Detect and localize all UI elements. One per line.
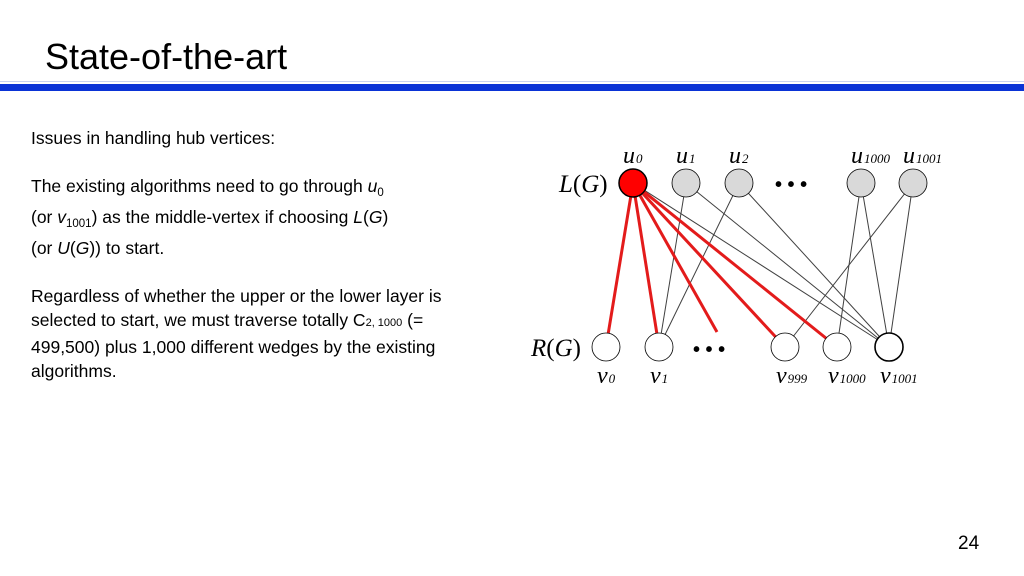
lower-node-label: v0 xyxy=(597,363,616,389)
title-underline-bar xyxy=(0,84,1024,91)
p2-paren-open-2: ( xyxy=(69,238,76,258)
p2-L-var: L xyxy=(353,207,363,227)
paragraph-traverse: Regardless of whether the upper or the l… xyxy=(31,284,451,383)
p2-G-var-2: G xyxy=(75,238,90,258)
highlight-edge xyxy=(631,182,719,333)
paragraph-middle-vertex: The existing algorithms need to go throu… xyxy=(31,174,451,260)
lower-node xyxy=(644,332,674,362)
lower-node-label: v1 xyxy=(650,363,668,389)
lower-node-sub: 1001 xyxy=(892,371,918,386)
p3-sub: 2, 1000 xyxy=(365,317,403,329)
p2-text-e: )) to start. xyxy=(89,238,165,258)
p2-paren-close: ) xyxy=(382,207,389,227)
upper-node xyxy=(724,168,754,198)
lower-node-label: v1001 xyxy=(880,363,918,389)
lower-node-sub: 1000 xyxy=(840,371,867,386)
upper-node xyxy=(846,168,876,198)
upper-node xyxy=(898,168,928,198)
highlight-edge xyxy=(604,182,635,348)
graph-nodes xyxy=(591,168,928,362)
p2-U-var: U xyxy=(57,238,70,258)
page-number: 24 xyxy=(958,533,980,554)
upper-node-sub: 1 xyxy=(689,151,696,166)
p3-text-b: (= 499,500) plus 1,000 different wedges … xyxy=(31,310,436,381)
p2-v-sub: 1001 xyxy=(66,218,92,230)
p2-u-sub: 0 xyxy=(377,187,384,199)
p2-text-a: The existing algorithms need to go throu… xyxy=(31,176,368,196)
upper-node-label: u2 xyxy=(729,143,749,169)
upper-node-sub: 1001 xyxy=(916,151,942,166)
p2-G-var: G xyxy=(368,207,383,227)
p2-text-c: ) as the middle-vertex if choosing xyxy=(91,207,354,227)
graph-edge xyxy=(658,182,740,348)
graph-edge xyxy=(658,182,687,348)
lower-node-sub: 0 xyxy=(609,371,616,386)
graph-edge xyxy=(860,182,890,348)
upper-node xyxy=(618,168,648,198)
lower-node xyxy=(874,332,904,362)
p2-v-var: v xyxy=(57,207,66,227)
upper-node-label: u1000 xyxy=(851,143,891,169)
lower-node xyxy=(591,332,621,362)
upper-node-sub: 2 xyxy=(742,151,749,166)
title-underline-shadow xyxy=(0,81,1024,82)
upper-node-label: u1001 xyxy=(903,143,942,169)
graph-edge xyxy=(784,182,914,348)
lower-node-sub: 1 xyxy=(662,371,669,386)
highlight-edge xyxy=(631,182,661,348)
graph-edge xyxy=(685,182,890,348)
upper-layer-label: L(G) xyxy=(558,171,608,198)
upper-node-sub: 1000 xyxy=(864,151,891,166)
lower-layer-label: R(G) xyxy=(530,335,581,362)
body-text: Issues in handling hub vertices: The exi… xyxy=(31,126,451,407)
upper-node-label: u1 xyxy=(676,143,696,169)
slide-title: State-of-the-art xyxy=(45,36,288,77)
p2-text-d: (or xyxy=(31,238,58,258)
highlight-edge xyxy=(632,181,838,349)
graph-edge xyxy=(888,182,914,348)
upper-node-sub: 0 xyxy=(636,151,643,166)
p2-u-var: u xyxy=(367,176,378,196)
p2-text-b: (or xyxy=(31,207,58,227)
p2-paren-open: ( xyxy=(362,207,369,227)
upper-ellipsis: • • • xyxy=(775,174,807,196)
lower-node xyxy=(822,332,852,362)
lower-node-label: v1000 xyxy=(828,363,866,389)
issues-heading: Issues in handling hub vertices: xyxy=(31,128,276,148)
upper-node xyxy=(671,168,701,198)
graph-edges xyxy=(604,181,914,349)
highlight-edge xyxy=(631,181,787,349)
graph-edge xyxy=(738,182,890,348)
lower-node-sub: 999 xyxy=(788,371,808,386)
lower-ellipsis: • • • xyxy=(693,339,725,361)
lower-node-label: v999 xyxy=(776,363,808,389)
graph-edge xyxy=(632,182,890,348)
upper-node-label: u0 xyxy=(623,143,643,169)
p3-text-a: Regardless of whether the upper or the l… xyxy=(31,286,442,330)
lower-node xyxy=(770,332,800,362)
